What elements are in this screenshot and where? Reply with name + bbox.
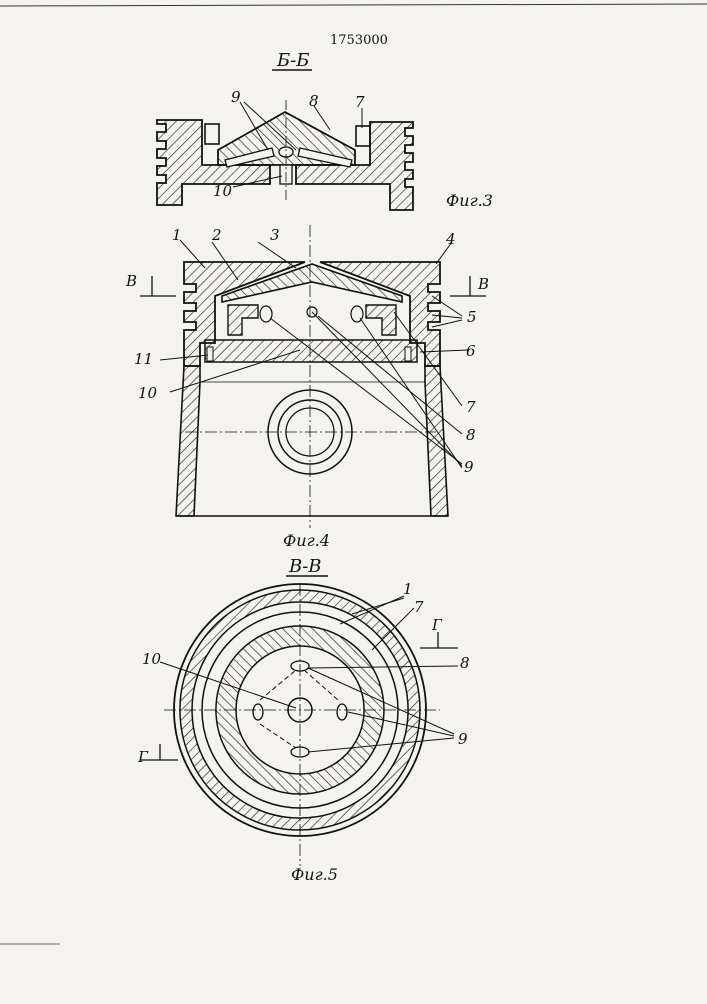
fig5-caption: Фиг.5 <box>291 865 338 884</box>
fig4-label-9: 9 <box>464 458 474 476</box>
fig4-label-1: 1 <box>172 226 182 244</box>
fig4-label-7: 7 <box>466 398 476 416</box>
fig3-caption: Фиг.3 <box>446 191 493 210</box>
fig4-label-6: 6 <box>466 342 476 360</box>
fig5-cut-mark-right: Г <box>431 616 443 634</box>
fig4-label-8: 8 <box>466 426 476 444</box>
fig5-plan-section <box>140 584 458 866</box>
fig3-label-10: 10 <box>213 182 233 200</box>
patent-number: 1753000 <box>330 33 388 48</box>
fig5-section-title: В-В <box>288 556 322 577</box>
fig5-label-1: 1 <box>403 580 413 598</box>
fig3-section-view <box>157 100 413 210</box>
fig4-label-5: 5 <box>467 308 477 326</box>
fig5-cut-mark-left: Г <box>137 748 149 766</box>
fig4-piston-section <box>140 225 486 528</box>
fig4-cut-mark-right: В <box>477 275 489 293</box>
fig5-label-8: 8 <box>460 654 470 672</box>
fig4-label-2: 2 <box>211 226 222 244</box>
fig4-label-3: 3 <box>270 226 280 244</box>
fig5-label-9: 9 <box>458 730 468 748</box>
fig3-label-8: 8 <box>309 92 319 110</box>
fig3-section-title: Б-Б <box>276 50 310 71</box>
fig3-label-7: 7 <box>355 93 365 111</box>
fig5-label-7: 7 <box>414 598 424 616</box>
fig4-label-4: 4 <box>445 230 456 248</box>
fig5-label-10: 10 <box>142 650 162 668</box>
fig4-cut-mark-left: В <box>125 272 137 290</box>
top-border-line <box>0 4 707 6</box>
fig4-caption: Фиг.4 <box>283 531 330 550</box>
fig4-label-11: 11 <box>134 350 153 368</box>
fig3-label-9: 9 <box>231 88 241 106</box>
fig4-label-10: 10 <box>138 384 158 402</box>
